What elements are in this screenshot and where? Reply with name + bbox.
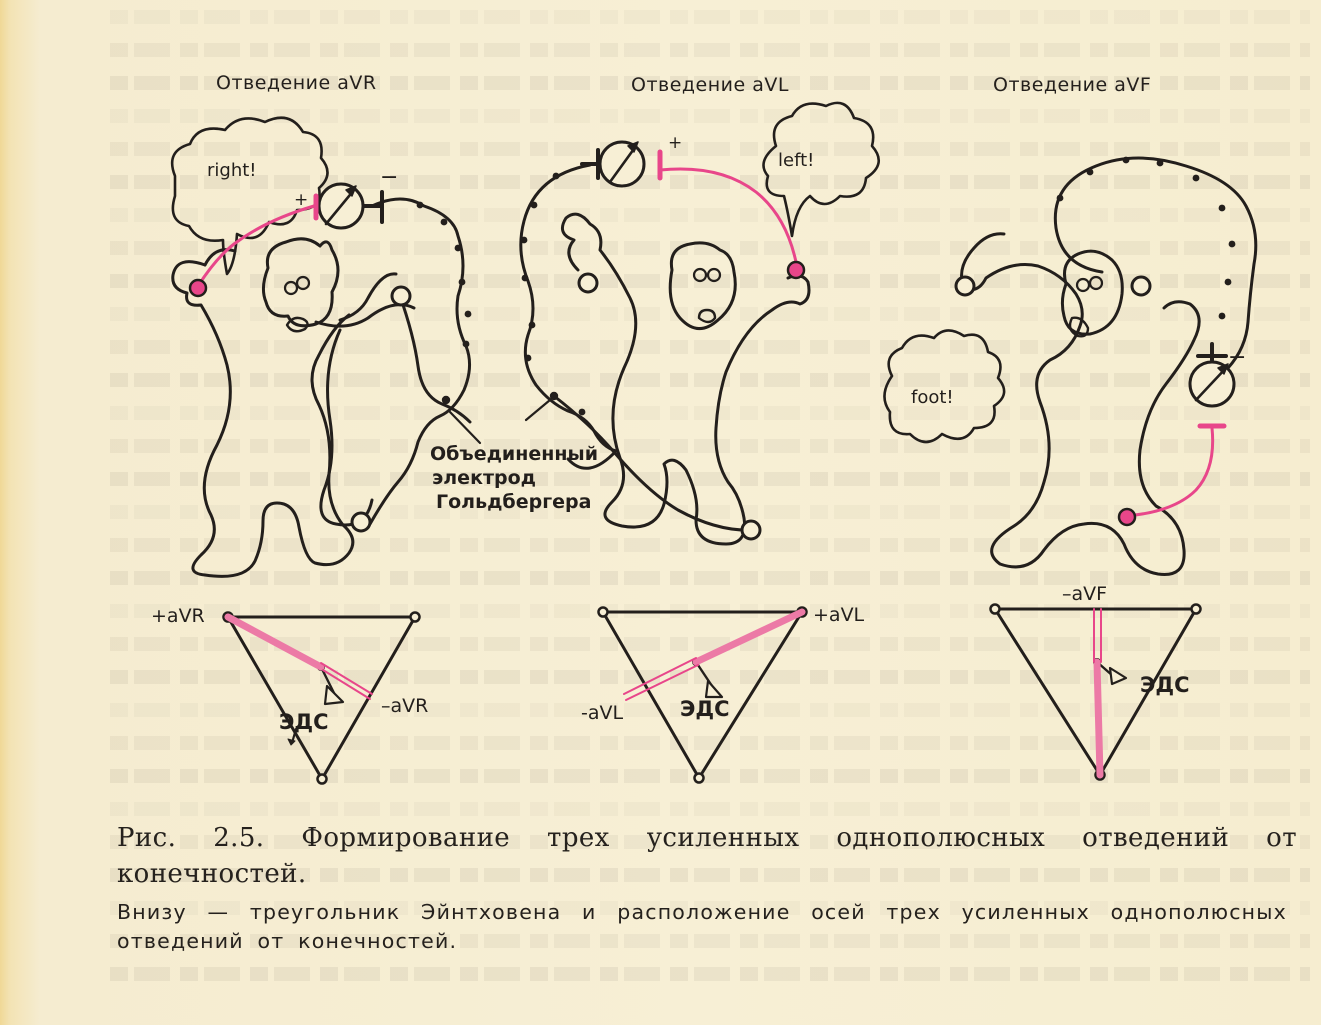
mouth-avl <box>699 310 715 322</box>
eye-left-avf <box>1077 279 1089 291</box>
label-minus-avr: –aVR <box>381 695 428 717</box>
eye-left-avl <box>694 269 706 281</box>
label-minus-avl: -aVL <box>581 702 623 724</box>
meter-plus-avl: + <box>668 133 682 153</box>
meter-terminal-avr <box>364 192 382 222</box>
electrode-leg-avr <box>352 513 370 531</box>
electrode-label-3: Гольдбергера <box>436 491 591 513</box>
head-avl <box>670 243 735 329</box>
axis-thick-avf <box>1097 662 1100 775</box>
electrode-leg-avl <box>742 521 760 539</box>
axis-thin-avf <box>1094 609 1101 662</box>
speech-text-foot: foot! <box>911 387 954 408</box>
label-plus-avr: +aVR <box>151 605 205 627</box>
label-emf-avf: ЭДС <box>1140 673 1190 697</box>
label-plus-avl: +aVL <box>813 604 865 626</box>
electrode-label-2: электрод <box>432 467 536 489</box>
body-outline-avr <box>173 262 353 577</box>
figure-caption: Рис. 2.5. Формирование трех усиленных од… <box>117 820 1297 892</box>
wire-goldberger-avl <box>521 165 616 468</box>
speech-text-left: left! <box>778 150 814 171</box>
electrode-right-arm-avr <box>392 287 410 305</box>
meter-minus-avr: − <box>380 165 398 190</box>
right-arm-avr <box>340 274 396 320</box>
figure-avf <box>884 157 1255 575</box>
eye-left-avr <box>285 282 297 294</box>
electrode-left-arm-avf <box>1132 277 1150 295</box>
wire-to-arm-avr <box>400 296 470 422</box>
head-avr <box>263 239 338 326</box>
electrode-right-arm-avf <box>956 277 974 295</box>
axis-thin-avl <box>624 658 698 700</box>
figure-caption-note: Внизу — треугольник Эйнтховена и располо… <box>117 898 1287 956</box>
wire-beads-avr <box>417 202 472 405</box>
label-emf-avr: ЭДС <box>279 710 329 734</box>
einthoven-triangle-avl <box>599 608 807 783</box>
eye-right-avl <box>708 269 720 281</box>
electrode-label-1: Объединенный <box>430 443 598 465</box>
meter-terminal-avf <box>1198 344 1226 360</box>
body-outline-avl <box>562 214 809 544</box>
meter-minus-avf: − <box>1228 345 1246 370</box>
eye-right-avf <box>1090 277 1102 289</box>
meter-terminal-avl <box>582 150 598 178</box>
label-minus-avf: –aVF <box>1062 583 1107 605</box>
electrode-left-arm-avl <box>579 274 597 292</box>
speech-text-right: right! <box>207 160 257 181</box>
pointer-line-2 <box>526 400 550 420</box>
eye-right-avr <box>297 277 309 289</box>
label-emf-avl: ЭДС <box>680 697 730 721</box>
lead-wire-avr <box>198 206 314 286</box>
figure-avr <box>172 118 471 577</box>
meter-plus-avr: + <box>294 190 308 210</box>
